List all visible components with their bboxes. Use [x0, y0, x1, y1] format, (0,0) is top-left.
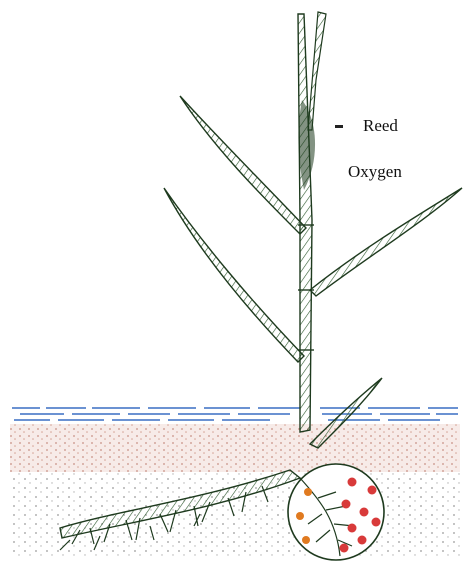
- reed-stem: [298, 12, 326, 432]
- lower-soil-layer: [10, 472, 460, 556]
- water-layer: [10, 404, 460, 424]
- reed-label: Reed: [363, 116, 398, 136]
- oxygen-label: Oxygen: [348, 162, 402, 182]
- magnifier-circle-icon: [288, 464, 384, 560]
- reed-label-pointer: [335, 125, 343, 128]
